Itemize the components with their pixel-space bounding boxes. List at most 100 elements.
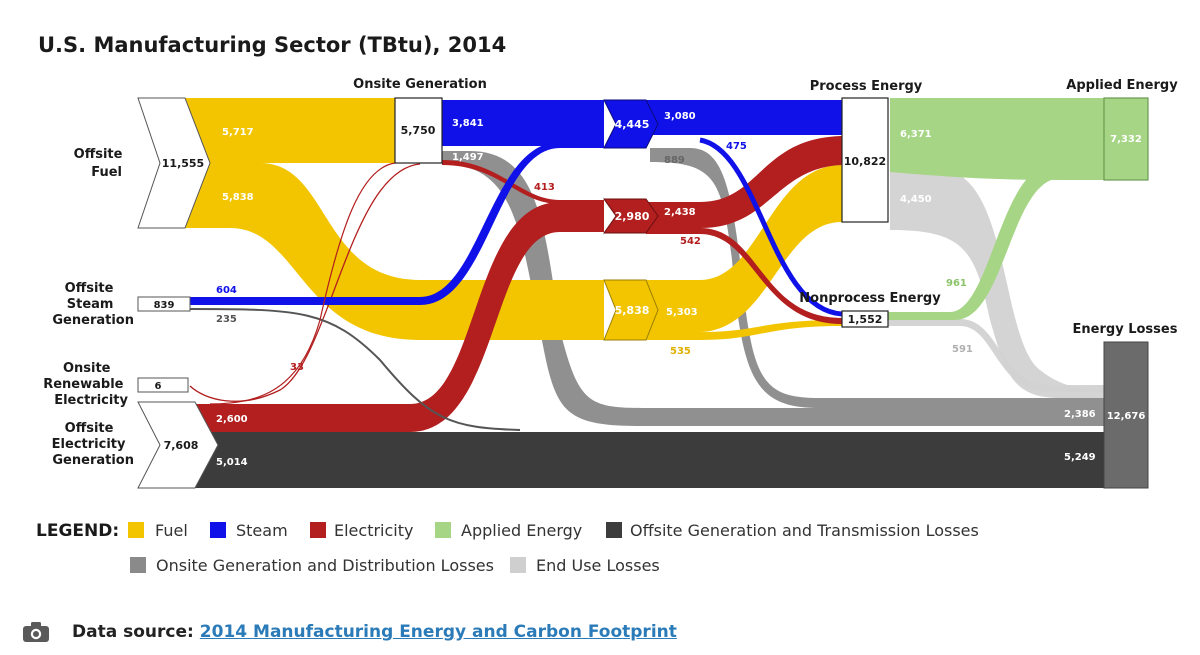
legend-heading: LEGEND: — [36, 521, 119, 541]
label-offsite-fuel-line1: Offsite — [74, 147, 123, 162]
label-onsite-renewable-line3: Electricity — [54, 393, 128, 408]
value-steam-to-process: 3,080 — [664, 111, 696, 122]
value-offsite-steam-loss: 235 — [216, 314, 237, 325]
value-onsite-renewable: 33 — [290, 362, 304, 373]
flow-nonprocess-losses — [888, 319, 1108, 392]
flow-steam-to-nonprocess — [699, 137, 843, 317]
svg-text:Onsite Generation and Distribu: Onsite Generation and Distribution Losse… — [156, 556, 494, 575]
legend-item-applied-energy: Applied Energy — [435, 521, 582, 540]
value-offsite-steam: 604 — [216, 285, 237, 296]
label-offsite-fuel-line2: Fuel — [91, 165, 122, 180]
value-fuel-to-nonprocess: 535 — [670, 346, 691, 357]
flow-offsite-steam-loss — [189, 308, 521, 431]
label-applied-energy: Applied Energy — [1066, 78, 1178, 93]
node-energy-losses-value: 12,676 — [1107, 411, 1146, 422]
svg-text:Offsite Fuel: Offsite Fuel — [74, 147, 127, 180]
legend-item-offsite-losses: Offsite Generation and Transmission Loss… — [606, 521, 979, 540]
node-offsite-steam — [137, 296, 191, 312]
value-fuel-direct: 5,838 — [222, 192, 254, 203]
value-onsite-losses: 1,497 — [452, 152, 484, 163]
value-elec-to-nonprocess: 542 — [680, 236, 701, 247]
label-energy-losses: Energy Losses — [1073, 322, 1178, 337]
node-steam-junction — [603, 99, 659, 149]
flow-offsite-losses — [195, 432, 1148, 488]
node-nonprocess-energy — [841, 310, 889, 328]
label-offsite-elec-line2: Electricity — [52, 437, 126, 452]
value-onsite-electricity: 413 — [534, 182, 555, 193]
flow-onsite-gen-loss-line — [209, 162, 396, 405]
flow-offsite-elec — [195, 202, 604, 432]
svg-text:End Use Losses: End Use Losses — [536, 556, 660, 575]
svg-text:Offsite Generation and Transmi: Offsite Generation and Transmission Loss… — [630, 521, 979, 540]
node-nonprocess-energy-value: 1,552 — [848, 313, 883, 326]
data-source-footer: Data source: 2014 Manufacturing Energy a… — [22, 616, 677, 648]
value-offsite-losses-total: 5,249 — [1064, 452, 1096, 463]
legend-item-enduse-losses: End Use Losses — [510, 556, 660, 575]
label-onsite-renewable-line2: Renewable — [43, 377, 123, 392]
data-source-link[interactable]: 2014 Manufacturing Energy and Carbon Foo… — [199, 622, 677, 642]
svg-text:Offsite Steam Generati: Offsite Steam Generation — [52, 281, 134, 328]
node-onsite-generation-value: 5,750 — [401, 124, 436, 137]
node-applied-energy-value: 7,332 — [1110, 134, 1142, 145]
label-nonprocess-energy: Nonprocess Energy — [799, 291, 941, 306]
flow-onsite-elec — [442, 160, 604, 204]
node-process-energy-value: 10,822 — [844, 155, 886, 168]
node-energy-losses — [1103, 341, 1149, 489]
legend-item-onsite-losses: Onsite Generation and Distribution Losse… — [130, 556, 494, 575]
node-process-energy — [841, 97, 889, 223]
value-steam-to-nonprocess: 475 — [726, 141, 747, 152]
camera-icon — [23, 622, 49, 642]
flow-elec-to-process — [646, 136, 842, 228]
value-nonprocess-applied: 961 — [946, 278, 967, 289]
flow-fuel-to-nonprocess — [646, 320, 842, 340]
label-offsite-steam-line1: Offsite — [65, 281, 114, 296]
node-offsite-electricity-value: 7,608 — [164, 439, 199, 452]
node-offsite-fuel-value: 11,555 — [162, 157, 204, 170]
node-offsite-electricity — [137, 401, 219, 489]
svg-text:Steam: Steam — [236, 521, 288, 540]
flow-fuel-to-process — [646, 165, 842, 332]
label-process-energy: Process Energy — [810, 79, 923, 94]
label-onsite-renewable-line1: Onsite — [63, 361, 111, 376]
value-fuel-to-onsite: 5,717 — [222, 127, 254, 138]
node-offsite-steam-value: 839 — [154, 300, 175, 311]
node-applied-energy — [1103, 97, 1149, 181]
value-enduse-losses: 5,042 — [1064, 365, 1096, 376]
label-offsite-steam-line2: Steam — [67, 297, 114, 312]
value-nonprocess-losses: 591 — [952, 344, 973, 355]
flow-renewable-elec — [189, 163, 421, 402]
value-fuel-to-process: 5,303 — [666, 307, 698, 318]
value-offsite-elec-delivered: 2,600 — [216, 414, 248, 425]
value-steam-loss: 889 — [664, 155, 685, 166]
value-onsite-steam: 3,841 — [452, 118, 484, 129]
node-onsite-generation — [394, 97, 443, 164]
node-onsite-renewable-value: 6 — [155, 381, 162, 392]
flow-steam-to-process — [646, 100, 842, 135]
legend-item-electricity: Electricity — [310, 521, 413, 540]
value-process-applied: 6,371 — [900, 129, 932, 140]
node-electricity-junction-value: 2,980 — [615, 210, 650, 223]
value-offsite-elec-losses: 5,014 — [216, 457, 248, 468]
flow-enduse-losses — [890, 170, 1108, 398]
label-offsite-steam-line3: Generation — [52, 313, 134, 328]
legend-item-steam: Steam — [210, 521, 288, 540]
legend-item-fuel: Fuel — [128, 521, 188, 540]
label-onsite-generation: Onsite Generation — [353, 77, 487, 92]
label-offsite-elec-line1: Offsite — [65, 421, 114, 436]
node-fuel-junction-value: 5,838 — [615, 304, 650, 317]
node-fuel-junction — [603, 279, 659, 341]
label-offsite-elec-line3: Generation — [52, 453, 134, 468]
svg-text:Applied Energy: Applied Energy — [461, 521, 582, 540]
svg-text:Onsite Renewable Elect: Onsite Renewable Electricity — [43, 361, 128, 408]
flow-nonprocess-applied — [888, 165, 1104, 320]
svg-text:Offsite Electricity Ge: Offsite Electricity Generation — [52, 421, 134, 468]
flow-fuel-to-onsite — [185, 98, 395, 163]
flow-process-applied — [890, 98, 1104, 180]
node-onsite-renewable — [137, 377, 189, 393]
diagram-title: U.S. Manufacturing Sector (TBtu), 2014 — [38, 33, 506, 57]
flow-onsite-steam — [442, 100, 604, 146]
node-steam-junction-value: 4,445 — [615, 118, 650, 131]
value-elec-to-process: 2,438 — [664, 207, 696, 218]
value-process-losses: 4,450 — [900, 194, 932, 205]
